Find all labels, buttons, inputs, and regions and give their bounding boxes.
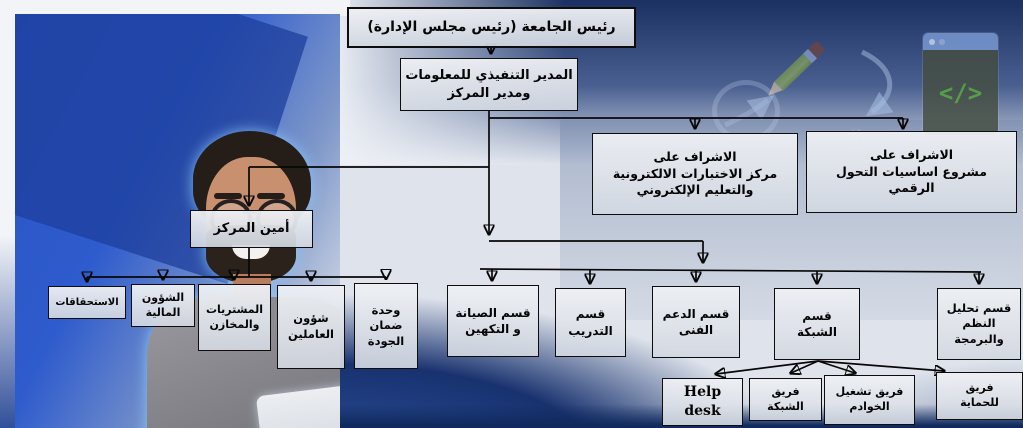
node-purchasing-warehouses: المشتريات والمخازن bbox=[198, 284, 271, 351]
node-supervision-digital-transformation: الاشراف على مشروع اساسيات التحول الرقمي bbox=[806, 131, 1017, 213]
node-quality-assurance-unit: وحدة ضمان الجودة bbox=[354, 283, 418, 369]
node-maintenance-dept-label: قسم الصيانة و التكهين bbox=[455, 305, 531, 336]
node-protection-team: فريق للحماية bbox=[936, 372, 1023, 420]
node-entitlements-label: الاستحقاقات bbox=[55, 296, 119, 308]
node-network-team-label: فريق الشبكة bbox=[767, 384, 804, 413]
node-personnel-affairs-label: شؤون العاملين bbox=[288, 311, 334, 341]
node-supervision-digital-label: الاشراف على مشروع اساسيات التحول الرقمي bbox=[836, 146, 987, 196]
eyebrow bbox=[214, 193, 242, 199]
node-entitlements: الاستحقاقات bbox=[48, 286, 126, 319]
node-personnel-affairs: شؤون العاملين bbox=[277, 285, 345, 369]
code-glyph: </> bbox=[938, 78, 983, 107]
window-dot bbox=[939, 38, 945, 45]
node-network-team: فريق الشبكة bbox=[749, 378, 822, 421]
code-window-titlebar bbox=[923, 33, 998, 50]
node-financial-affairs: الشؤون المالية bbox=[131, 284, 195, 327]
node-server-operations-team: فريق تشغيل الخوادم bbox=[824, 375, 915, 425]
background-left-edge bbox=[0, 0, 16, 428]
node-network-dept: قسم الشبكة bbox=[774, 288, 860, 360]
node-center-secretary: أمين المركز bbox=[190, 210, 313, 248]
node-quality-assurance-unit-label: وحدة ضمان الجودة bbox=[367, 302, 405, 348]
node-president-label: رئيس الجامعة (رئيس مجلس الإدارة) bbox=[367, 19, 616, 36]
node-help-desk-label: Help desk bbox=[683, 384, 722, 419]
eyebrow bbox=[257, 193, 285, 199]
node-supervision-exams: الاشراف على مركز الاختبارات الالكترونية … bbox=[592, 133, 798, 215]
node-financial-affairs-label: الشؤون المالية bbox=[141, 290, 185, 319]
node-systems-analysis-dept-label: قسم تحليل النظم والبرمجة bbox=[946, 300, 1012, 346]
node-president: رئيس الجامعة (رئيس مجلس الإدارة) bbox=[347, 7, 636, 48]
node-supervision-exams-label: الاشراف على مركز الاختبارات الالكترونية … bbox=[612, 148, 778, 198]
node-technical-support-dept-label: قسم الدعم الفنى bbox=[662, 306, 730, 337]
node-maintenance-dept: قسم الصيانة و التكهين bbox=[447, 285, 539, 357]
code-window-icon: </> bbox=[923, 33, 998, 135]
node-purchasing-warehouses-label: المشتريات والمخازن bbox=[205, 302, 264, 331]
background-top-left bbox=[0, 0, 350, 16]
node-protection-team-label: فريق للحماية bbox=[960, 381, 999, 409]
node-help-desk: Help desk bbox=[662, 378, 743, 426]
node-server-operations-team-label: فريق تشغيل الخوادم bbox=[835, 385, 904, 413]
node-center-secretary-label: أمين المركز bbox=[213, 221, 290, 237]
node-network-dept-label: قسم الشبكة bbox=[797, 308, 837, 339]
node-technical-support-dept: قسم الدعم الفنى bbox=[652, 286, 740, 358]
node-executive-director: المدير التنفيذي للمعلومات ومدير المركز bbox=[400, 58, 578, 111]
node-systems-analysis-dept: قسم تحليل النظم والبرمجة bbox=[937, 288, 1021, 360]
window-dot bbox=[929, 38, 935, 45]
node-executive-director-label: المدير التنفيذي للمعلومات ومدير المركز bbox=[405, 67, 573, 101]
code-window-body: </> bbox=[923, 50, 998, 135]
smile bbox=[232, 245, 270, 259]
node-training-dept: قسم التدريب bbox=[555, 288, 626, 357]
node-training-dept-label: قسم التدريب bbox=[568, 307, 613, 338]
